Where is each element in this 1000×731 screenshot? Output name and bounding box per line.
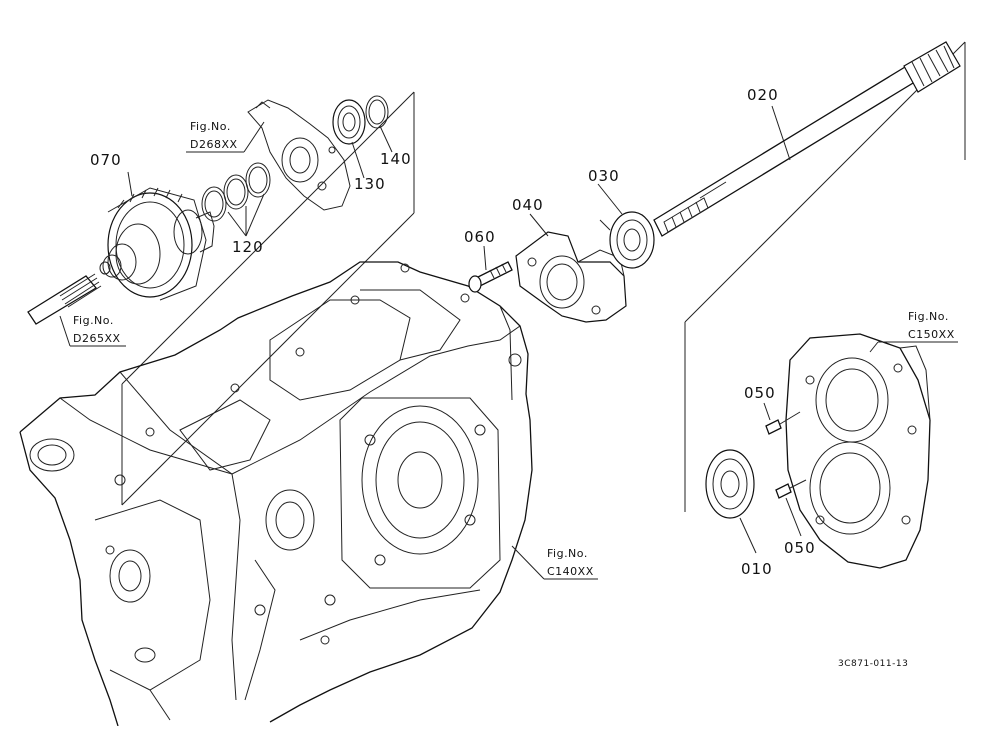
fig-ref-c150-line1: Fig.No. [908, 310, 949, 323]
group-frame-right [684, 41, 966, 512]
label-010: 010 [741, 560, 773, 578]
label-030: 030 [588, 167, 620, 185]
bearing-030 [599, 211, 655, 269]
label-020: 020 [747, 86, 779, 104]
leader-lines [59, 105, 958, 580]
bearing-holder-040 [515, 231, 627, 323]
label-060: 060 [464, 228, 496, 246]
clutch-assembly-070 [99, 187, 215, 301]
rear-cover-c150 [785, 333, 931, 569]
bearing-010 [705, 449, 755, 519]
group-frame-left [121, 91, 415, 506]
drawing-code: 3C871-011-13 [838, 659, 908, 669]
fig-ref-d265-line2: D265XX [73, 332, 121, 345]
fig-ref-c140-line1: Fig.No. [547, 547, 588, 560]
figure-references: Fig.No. D268XX Fig.No. D265XX Fig.No. C1… [73, 120, 955, 578]
seal-rings-120 [201, 162, 271, 237]
label-040: 040 [512, 196, 544, 214]
snap-ring-140 [365, 95, 389, 129]
shaft-020 [653, 41, 961, 237]
fig-ref-d268-line2: D268XX [190, 138, 238, 151]
dowel-pins-050 [765, 411, 807, 499]
label-050-lower: 050 [784, 539, 816, 557]
label-050-upper: 050 [744, 384, 776, 402]
fig-ref-d265-line1: Fig.No. [73, 314, 114, 327]
input-shaft-d265 [27, 273, 102, 325]
transmission-case-housing [19, 261, 533, 727]
shift-arm-d268 [247, 99, 351, 211]
part-number-labels: 070 120 130 140 060 040 030 020 050 050 … [90, 86, 816, 578]
bearing-130 [332, 99, 366, 145]
bolt-060 [468, 261, 513, 293]
fig-ref-c140-line2: C140XX [547, 565, 594, 578]
fig-ref-d268-line1: Fig.No. [190, 120, 231, 133]
label-120: 120 [232, 238, 264, 256]
label-140: 140 [380, 150, 412, 168]
label-130: 130 [354, 175, 386, 193]
label-070: 070 [90, 151, 122, 169]
fig-ref-c150-line2: C150XX [908, 328, 955, 341]
